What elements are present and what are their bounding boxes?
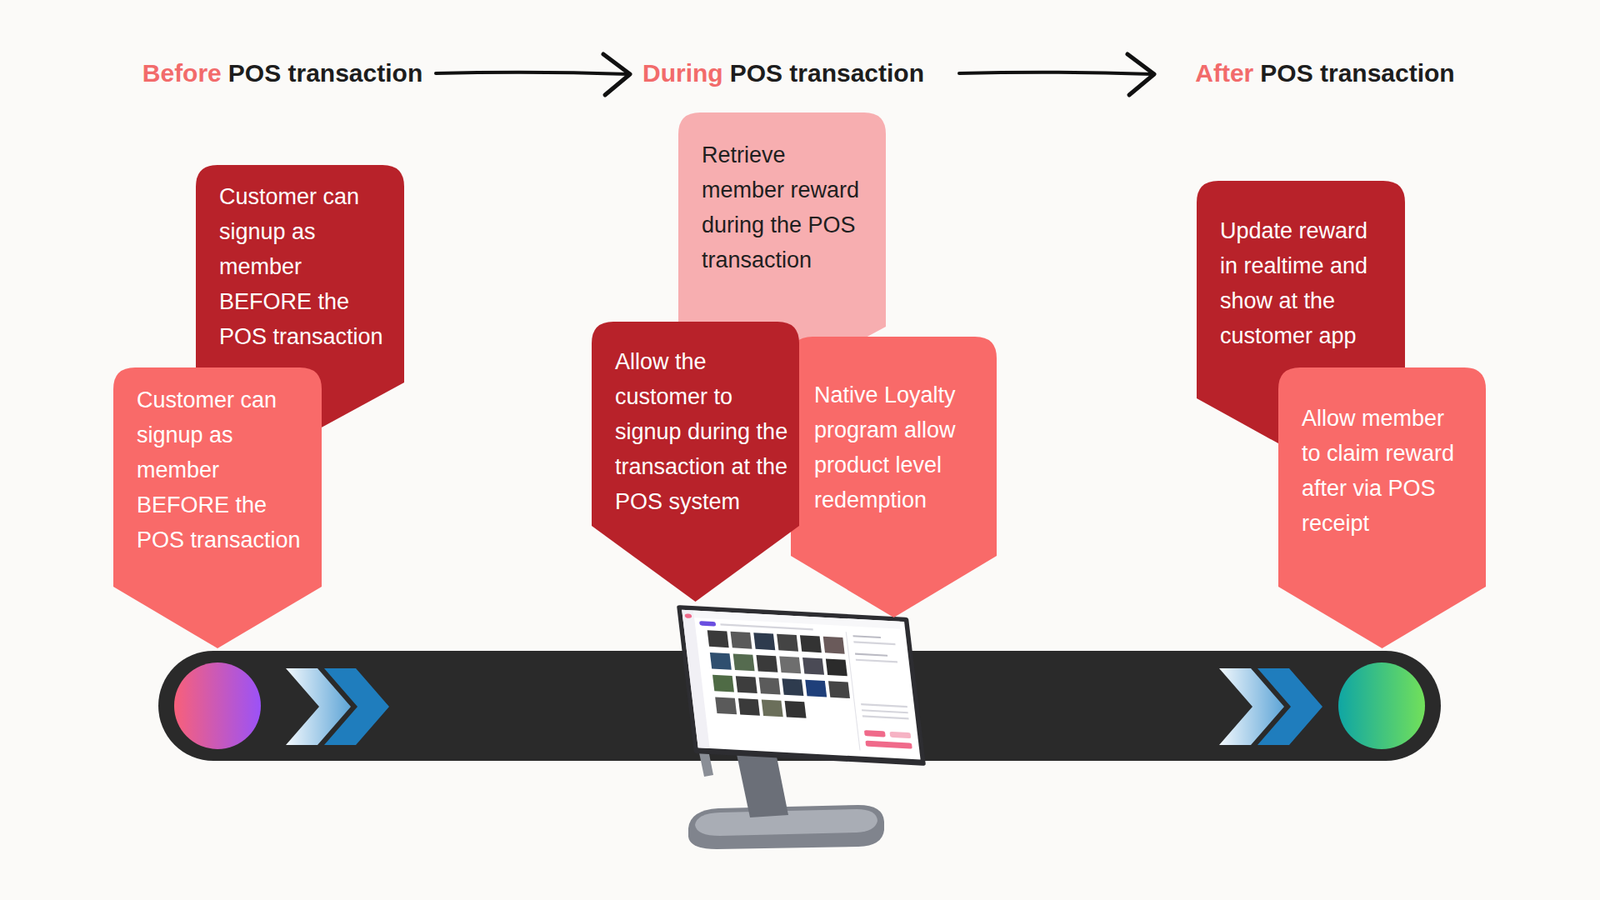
cart-line [855,659,898,664]
phase-label: POS transaction [228,59,423,87]
product-tile [755,655,778,673]
cart-line [853,640,895,645]
monitor-neck [736,754,789,818]
callout-text: Allow the customer to signup during the … [591,321,800,520]
start-circle [174,662,261,750]
cart-line [862,715,910,720]
cart-line [855,653,888,657]
cart-line [861,709,909,714]
product-tile [715,696,737,715]
product-tile [735,675,758,694]
callout-outline [790,336,997,618]
callout-text: Update reward in realtime and show at th… [1196,180,1405,354]
screen-display [681,610,920,760]
callout-outline [1278,367,1486,649]
screen-topbar [693,610,900,629]
callout-box: Customer can signup as member BEFORE the… [113,367,322,649]
product-tile [828,680,850,699]
product-tile [761,699,784,717]
cart-line [860,703,908,708]
screen-pill [699,620,716,626]
chevron [324,668,390,745]
screen-button [889,731,911,739]
product-tile [776,634,799,652]
product-tile [707,630,730,648]
callout-text: Allow member to claim reward after via P… [1278,367,1486,541]
cart-line [852,635,881,639]
callout-box: Allow member to claim reward after via P… [1278,367,1486,649]
callout-text: Retrieve member reward during the POS tr… [678,112,886,278]
screen-button [864,730,886,737]
phase-header: DuringPOS transaction [533,58,1034,89]
phase-word: Before [142,59,222,87]
callout-text: Customer can signup as member BEFORE the… [195,165,405,355]
product-tile [825,658,848,676]
end-circle [1338,662,1425,750]
product-tile [802,657,825,675]
callout-text: Customer can signup as member BEFORE the… [113,367,322,558]
phase-word: During [642,59,724,87]
product-tile [733,653,755,671]
product-tile [800,635,822,653]
product-tile [785,700,807,719]
product-tile [738,698,760,716]
arrow-head [1127,54,1155,95]
phase-label: POS transaction [730,59,925,87]
callout-box: Allow the customer to signup during the … [591,321,800,602]
product-tile [710,652,732,670]
header-arrow [435,72,629,75]
phase-header: BeforePOS transaction [32,58,533,89]
callout-text: Native Loyalty program allow product lev… [790,336,997,518]
phase-word: After [1195,59,1254,87]
screen-divider [845,631,861,750]
product-tile [779,655,801,674]
screen-logo [684,613,692,619]
product-tile [753,632,775,650]
product-tile [730,631,753,650]
product-tile [781,678,804,696]
callout-outline [113,367,322,649]
product-tile [712,675,735,693]
callout-box: Native Loyalty program allow product lev… [790,336,997,618]
arrow-head [603,54,630,95]
phase-header: AfterPOS transaction [1075,58,1575,89]
chevron [1257,668,1323,745]
screen-bezel [676,605,926,766]
screen-button [865,740,912,750]
pos-monitor [676,605,926,850]
product-tile [759,677,781,695]
callout-outline [591,321,800,602]
screen-tabs [720,623,813,630]
monitor-screen [676,605,926,766]
screen-sidebar [681,610,710,749]
phase-label: POS transaction [1260,59,1455,87]
product-tile [805,680,827,698]
product-tile [823,636,845,655]
header-arrow [959,72,1153,75]
